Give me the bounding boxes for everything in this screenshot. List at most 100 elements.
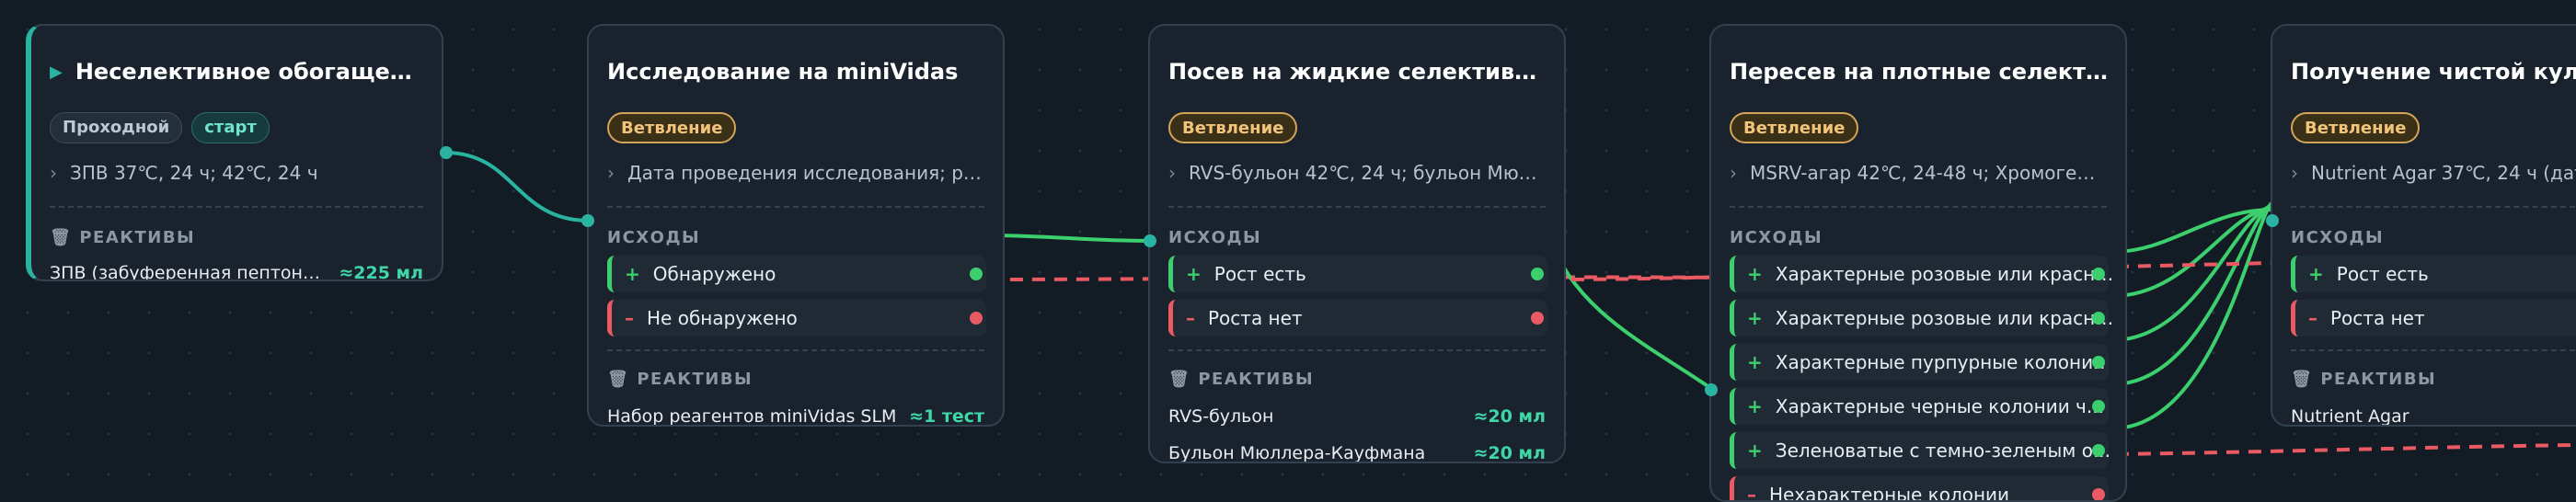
outcome-label: Рост есть [1213,263,1306,285]
reagent-quantity: ≈20 мл [1473,406,1546,427]
outcome-port[interactable] [2092,356,2105,369]
reagents-heading-text: РЕАКТИВЫ [79,228,196,247]
condition-text: RVS-бульон 42℃, 24 ч; бульон Мюллера-Кау… [1189,162,1544,184]
outcomes-heading: ИСХОДЫ [1168,228,1262,247]
plus-icon: + [1747,439,1763,462]
reagents-heading-text: РЕАКТИВЫ [637,370,753,389]
input-port[interactable] [1705,383,1718,396]
outcome-label: Роста нет [2330,307,2425,329]
reagent-row: Бульон Мюллера-Кауфмана ≈20 мл [1168,443,1546,463]
node-liquid-selective-media[interactable]: Посев на жидкие селективные среды Ветвле… [1148,24,1566,463]
node-condition: › RVS-бульон 42℃, 24 ч; бульон Мюллера-Ка… [1168,162,1544,184]
node-solid-selective-media[interactable]: Пересев на плотные селективные среды Вет… [1709,24,2127,502]
outcome-pink-red-colonies-2[interactable]: +Характерные розовые или красные колонии [1730,300,2116,337]
outcome-pink-red-colonies-1[interactable]: +Характерные розовые или красные колонии [1730,256,2116,292]
outcome-black-colonies[interactable]: +Характерные черные колонии ч... [1730,388,2109,425]
outcomes-heading: ИСХОДЫ [2291,228,2385,247]
outcomes-heading: ИСХОДЫ [607,228,701,247]
outcome-port[interactable] [2092,444,2105,457]
outcome-label: Роста нет [1208,307,1303,329]
trash-icon: 🗑 [607,370,630,389]
outcome-greenish-colonies[interactable]: + Зеленоватые с темно-зеленым о... [1730,432,2111,469]
edge-colonies-4-to-pure-culture [2111,202,2274,386]
trash-icon: 🗑 [1168,370,1191,389]
outcome-no-growth[interactable]: –Роста нет [2291,300,2576,337]
node-title-text: Неселективное обогащение [75,59,427,85]
outcome-not-detected[interactable]: –Не обнаружено [607,300,986,337]
outcome-label: Не обнаружено [647,307,798,329]
branch-badge: Ветвление [1168,112,1298,143]
node-badges: Проходной старт [50,112,270,143]
chevron-right-icon: › [1730,162,1737,184]
reagent-name: RVS-бульон [1168,406,1274,427]
node-minividas[interactable]: Исследование на miniVidas Ветвление ›Дат… [587,24,1005,427]
reagent-name: ЗПВ (забуференная пептонная вода) [50,263,328,281]
edge-colonies-2-to-pure-culture [2111,206,2273,298]
input-port[interactable] [1144,234,1156,247]
divider [1168,349,1546,351]
edge-colonies-3-to-pure-culture [2111,204,2273,342]
node-badges: Ветвление [1168,112,1298,143]
outcome-no-growth[interactable]: –Роста нет [1168,300,1547,337]
minus-icon: – [625,307,634,329]
outcome-port[interactable] [2092,268,2105,280]
chevron-right-icon: › [2291,162,2298,184]
outcome-port[interactable] [1531,268,1544,280]
outcome-label: Зеленоватые с темно-зеленым о... [1775,439,2111,462]
reagents-heading-text: РЕАКТИВЫ [2320,370,2437,389]
branch-badge: Ветвление [1730,112,1859,143]
passthrough-badge: Проходной [50,112,183,143]
input-port[interactable] [2266,214,2279,227]
node-nonselective-enrichment[interactable]: ▶ Неселективное обогащение Проходной стар… [26,24,443,281]
outcome-atypical-colonies[interactable]: –Нехарактерные колонии [1730,476,2109,502]
start-badge: старт [191,112,270,143]
reagent-name: Бульон Мюллера-Кауфмана [1168,443,1426,463]
reagents-heading: 🗑 РЕАКТИВЫ [2291,370,2436,389]
reagent-row: RVS-бульон ≈20 мл [1168,406,1546,427]
edge-detected-to-liquid-media [987,234,1153,243]
reagent-quantity: ≈225 мл [339,263,423,281]
divider [2291,349,2576,351]
output-port[interactable] [440,146,453,159]
reagent-row: Nutrient Agar [2291,406,2576,425]
outcome-port[interactable] [2092,312,2105,325]
node-condition: ›Дата проведения исследования; результат [607,162,983,184]
divider [607,349,984,351]
node-badges: Ветвление [1730,112,1859,143]
condition-text: ЗПВ 37℃, 24 ч; 42℃, 24 ч [70,162,318,184]
node-title: Пересев на плотные селективные среды [1730,59,2110,85]
divider [1168,206,1546,208]
chevron-right-icon: › [607,162,615,184]
outcome-purple-colonies[interactable]: +Характерные пурпурные колонии [1730,344,2109,381]
outcome-label: Нехарактерные колонии [1769,484,2010,502]
reagents-heading-text: РЕАКТИВЫ [1198,370,1315,389]
outcome-port[interactable] [970,268,983,280]
reagent-row: ЗПВ (забуференная пептонная вода) ≈225 м… [50,263,423,281]
outcome-growth[interactable]: +Рост есть [2291,256,2576,292]
edge-atypical-end-lower [2115,443,2576,456]
outcome-port[interactable] [970,312,983,325]
chevron-right-icon: › [1168,162,1176,184]
divider [50,206,423,208]
node-condition: ›Nutrient Agar 37℃, 24 ч (дата) [2291,162,2576,184]
outcome-port[interactable] [2092,400,2105,413]
input-port[interactable] [581,214,594,227]
outcome-growth[interactable]: +Рост есть [1168,256,1547,292]
outcome-port[interactable] [1531,312,1544,325]
reagent-name: Набор реагентов miniVidas SLM [607,406,897,427]
node-pure-culture[interactable]: Получение чистой культуры Ветвление ›Nut… [2271,24,2576,427]
node-title: Посев на жидкие селективные среды [1168,59,1549,85]
reagent-row: Набор реагентов miniVidas SLM ≈1 тест [607,406,984,427]
minus-icon: – [1186,307,1195,329]
node-condition: ›ЗПВ 37℃, 24 ч; 42℃, 24 ч [50,162,421,184]
divider [1730,206,2107,208]
condition-text: MSRV-агар 42℃, 24-48 ч; Хромогенный агар [1750,162,2105,184]
outcome-port[interactable] [2092,488,2105,500]
edge-colonies-1-to-pure-culture [2111,208,2273,254]
plus-icon: + [1747,395,1763,417]
play-icon: ▶ [50,63,63,82]
outcome-label: Характерные розовые или красные колонии [1775,307,2116,329]
trash-icon: 🗑 [2291,370,2314,389]
outcome-detected[interactable]: +Обнаружено [607,256,986,292]
edge-enrichment-to-minividas [444,151,590,222]
